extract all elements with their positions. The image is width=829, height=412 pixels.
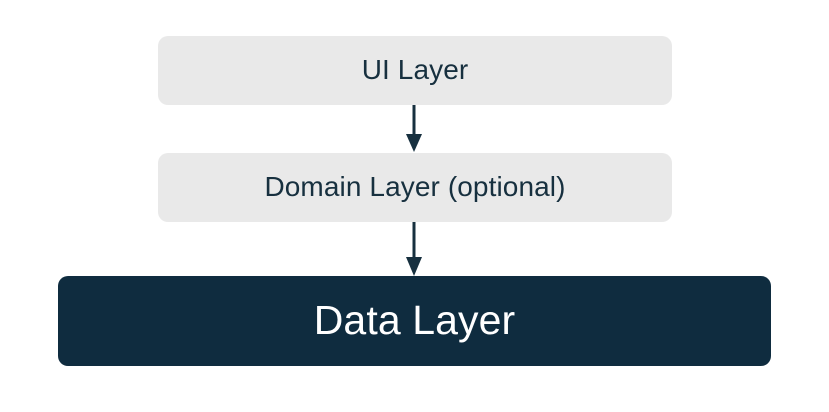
layer-label-data: Data Layer [313,297,516,344]
layer-box-data[interactable]: Data Layer [58,276,771,366]
layer-label-ui: UI Layer [361,54,469,86]
layer-label-domain: Domain Layer (optional) [264,171,566,203]
layer-box-domain[interactable]: Domain Layer (optional) [158,153,672,222]
layer-box-ui[interactable]: UI Layer [158,36,672,105]
